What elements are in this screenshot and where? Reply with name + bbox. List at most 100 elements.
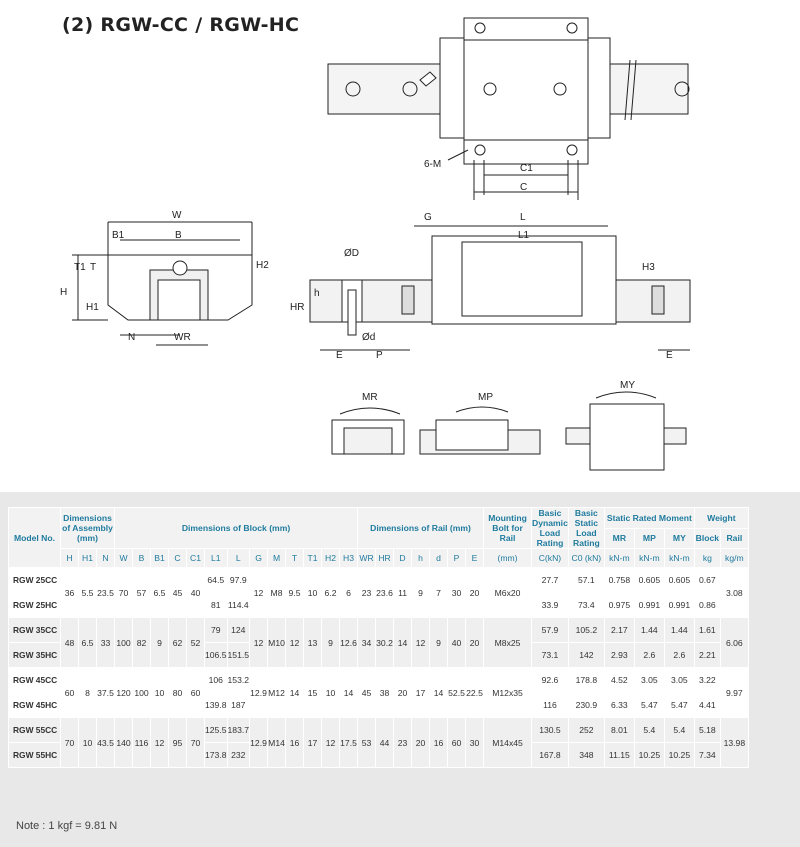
cell: 30: [465, 717, 485, 768]
th-col: (mm): [483, 548, 533, 568]
cell: 3.22: [693, 667, 721, 693]
cell: 0.67: [693, 567, 721, 593]
cell: 33: [96, 617, 115, 668]
cell: 142: [567, 642, 605, 668]
cell: 2.21: [693, 642, 721, 668]
th-block: Dimensions of Block (mm): [113, 507, 359, 549]
cell: 140: [114, 717, 133, 768]
th-col: H: [60, 548, 79, 568]
label-w: W: [172, 210, 182, 221]
cell: 64.5: [204, 567, 228, 593]
cell: 6.5: [78, 617, 97, 668]
th-col: B: [132, 548, 151, 568]
cell: 139.8: [204, 692, 228, 718]
cell: 23.6: [375, 567, 395, 618]
th-col: H2: [321, 548, 341, 568]
cell: 10: [321, 667, 341, 718]
cell: 12: [411, 617, 431, 668]
cell: 116: [132, 717, 151, 768]
cell: 36: [60, 567, 79, 618]
cell: 183.7: [226, 717, 251, 743]
th-col: L: [226, 548, 251, 568]
cell: 6.5: [150, 567, 169, 618]
label-t: T: [90, 262, 96, 273]
cell: 0.86: [693, 592, 721, 618]
label-6m: 6-M: [424, 159, 441, 170]
cell: 14: [393, 617, 413, 668]
cell: 10: [150, 667, 169, 718]
cell: 0.758: [603, 567, 635, 593]
th-weight: Weight: [693, 507, 749, 529]
cell: 124: [226, 617, 251, 643]
cell: 8: [78, 667, 97, 718]
th-col: N: [96, 548, 115, 568]
label-h2: H2: [256, 260, 269, 271]
label-my: MY: [620, 380, 635, 391]
cell: 2.93: [603, 642, 635, 668]
label-mr: MR: [362, 392, 378, 403]
th-col: C(kN): [531, 548, 569, 568]
th-col: C: [168, 548, 187, 568]
cell: 57.9: [531, 617, 569, 643]
cell: 1.61: [693, 617, 721, 643]
th-col: H3: [339, 548, 359, 568]
cell: 153.2: [226, 667, 251, 693]
cell: 45: [357, 667, 377, 718]
th-col: E: [465, 548, 485, 568]
th-my: MY: [663, 527, 695, 549]
cell: 173.8: [204, 742, 228, 768]
cell: 4.52: [603, 667, 635, 693]
label-h: H: [60, 287, 67, 298]
th-dynamic: Basic Dynamic Load Rating: [531, 507, 569, 549]
cell: 348: [567, 742, 605, 768]
cell: M8x25: [483, 617, 533, 668]
cell: 2.6: [663, 642, 695, 668]
cell: 10: [303, 567, 323, 618]
cell: 20: [465, 567, 485, 618]
cell: 2.6: [633, 642, 665, 668]
cell: 22.5: [465, 667, 485, 718]
th-col: M: [267, 548, 287, 568]
th-col: C1: [186, 548, 205, 568]
cell: 81: [204, 592, 228, 618]
label-h1: H1: [86, 302, 99, 313]
cell: 8.01: [603, 717, 635, 743]
label-b1: B1: [112, 230, 125, 241]
th-col: WR: [357, 548, 377, 568]
cell: 9: [429, 617, 449, 668]
cell: 92.6: [531, 667, 569, 693]
cell: 178.8: [567, 667, 605, 693]
label-e-right: E: [666, 350, 673, 361]
cell: 12: [150, 717, 169, 768]
th-col: B1: [150, 548, 169, 568]
cell: 6.33: [603, 692, 635, 718]
cell: 82: [132, 617, 151, 668]
cell: 9: [321, 617, 341, 668]
th-col: H1: [78, 548, 97, 568]
cell: 100: [132, 667, 151, 718]
cell: M8: [267, 567, 287, 618]
cell: 80: [168, 667, 187, 718]
cell: 3.05: [663, 667, 695, 693]
th-col: HR: [375, 548, 395, 568]
cell: 40: [186, 567, 205, 618]
cell: 120: [114, 667, 133, 718]
cell: 0.991: [633, 592, 665, 618]
cell: 23.5: [96, 567, 115, 618]
cell: 5.4: [633, 717, 665, 743]
label-odsmall: Ød: [362, 332, 375, 343]
cell: 1.44: [663, 617, 695, 643]
th-mp: MP: [633, 527, 665, 549]
cell: 167.8: [531, 742, 569, 768]
cell: 38: [375, 667, 395, 718]
cell: 151.5: [226, 642, 251, 668]
th-block-weight: Block: [693, 527, 721, 549]
spec-table: Model No.Dimensions of Assembly (mm)Dime…: [8, 507, 749, 768]
cell: 73.4: [567, 592, 605, 618]
cell: 9: [150, 617, 169, 668]
cell: 20: [393, 667, 413, 718]
model-name: RGW 55CC: [8, 717, 61, 743]
cell: 10.25: [663, 742, 695, 768]
